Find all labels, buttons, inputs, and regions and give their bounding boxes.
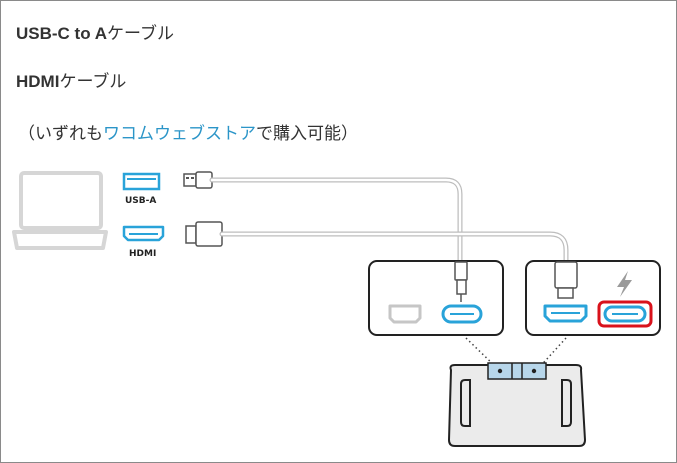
- hdmi-cable: [219, 231, 569, 265]
- left-port-panel: [368, 260, 504, 336]
- usb-cable: [209, 177, 463, 265]
- laptop-icon: [12, 171, 108, 250]
- hdmi-port-panel-icon: [543, 304, 588, 323]
- hdmi-port-icon: [122, 225, 165, 242]
- mini-port-icon: [388, 304, 422, 324]
- lightning-bolt-icon: [617, 271, 632, 297]
- hdmi-plug-icon: [185, 221, 223, 247]
- usb-c-to-a-cable-text: USB-C to Aケーブル: [16, 24, 174, 44]
- usb-a-label: USB-A: [125, 196, 156, 206]
- right-port-panel: [525, 260, 661, 336]
- usb-a-plug-icon: [183, 171, 213, 189]
- usb-c-power-port-icon: [603, 305, 647, 323]
- device-icon: [447, 362, 587, 447]
- hdmi-label: HDMI: [129, 249, 156, 259]
- usb-c-port-icon: [441, 304, 483, 324]
- availability-note: （いずれもワコムウェブストアで購入可能）: [18, 124, 358, 144]
- wacom-webstore-link[interactable]: ワコムウェブストア: [103, 124, 256, 144]
- highlight-box: [597, 300, 653, 328]
- usb-a-port-icon: [122, 172, 161, 191]
- hdmi-cable-text: HDMIケーブル: [16, 72, 127, 92]
